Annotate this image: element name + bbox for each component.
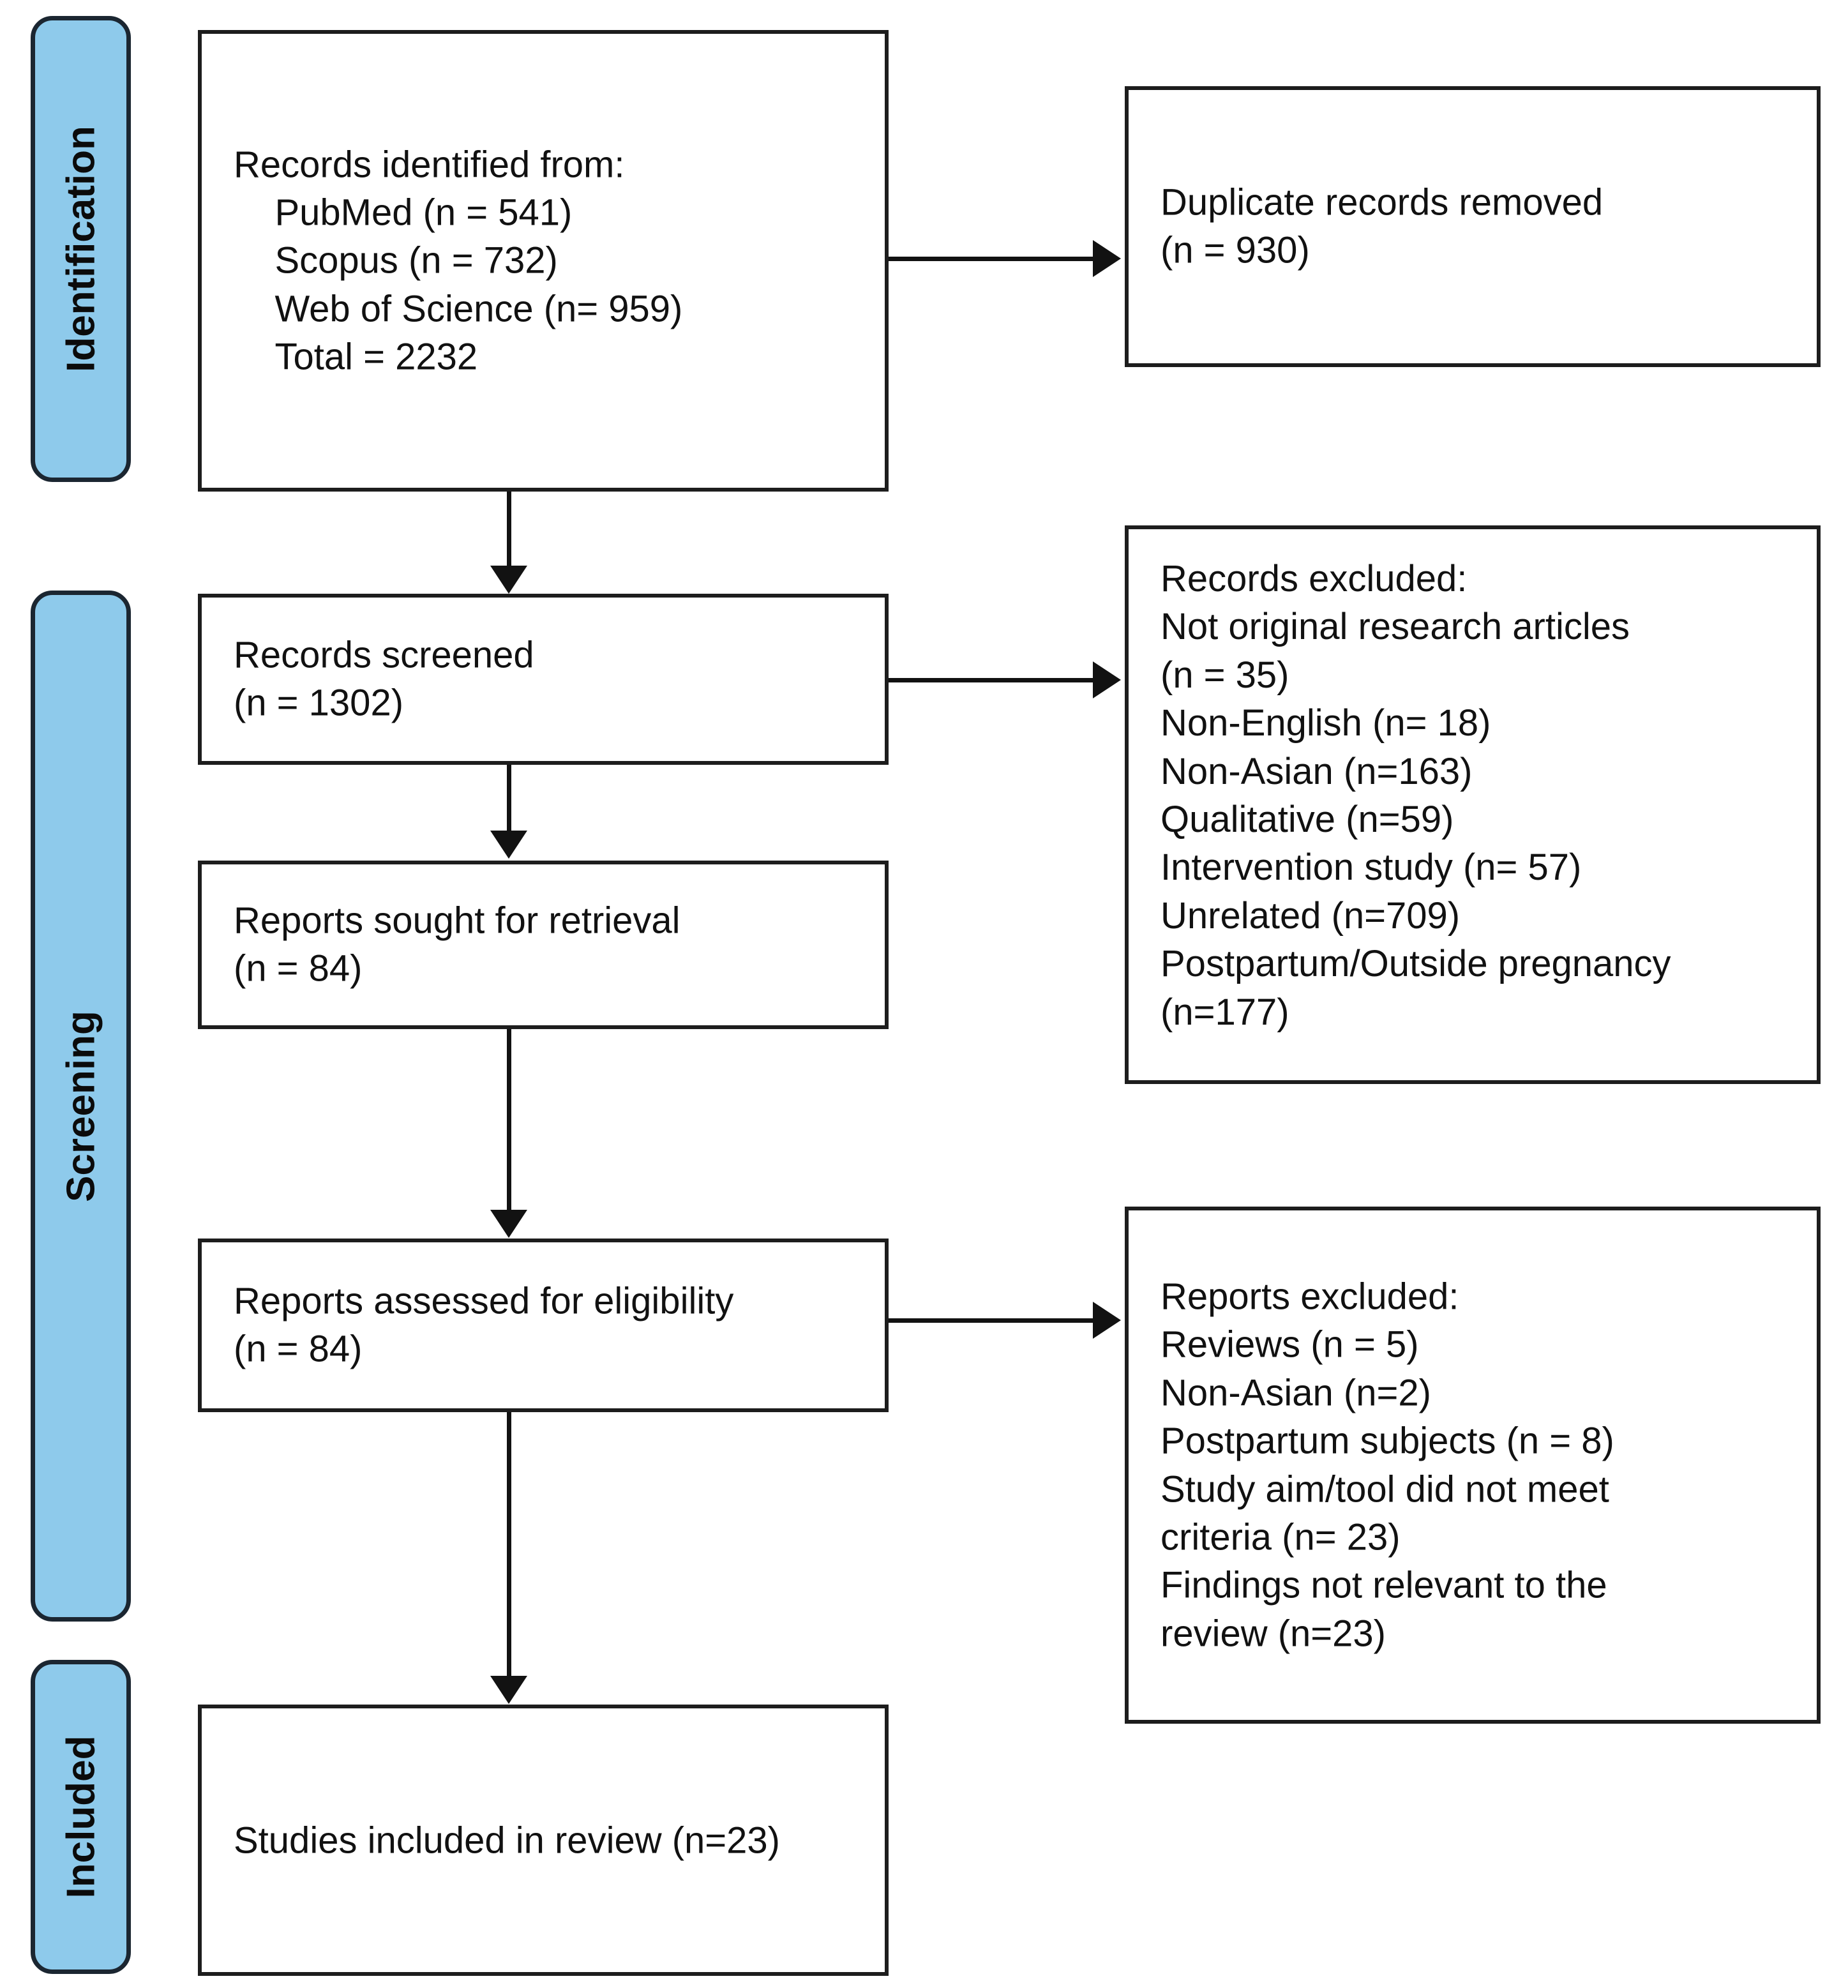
box-records-identified: Records identified from: PubMed (n = 541… [198,30,889,492]
connector-screened-to-excluded-line [889,678,1093,682]
connector-assessed-to-included-arrow [490,1676,527,1704]
connector-sought-to-assessed-arrow [490,1210,527,1238]
box-studies-included-text: Studies included in review (n=23) [234,1819,780,1861]
stage-label-screening: Screening [59,1010,103,1202]
box-studies-included: Studies included in review (n=23) [198,1705,889,1976]
box-reports-excluded-text: Reports excluded: Reviews (n = 5) Non-As… [1161,1276,1614,1655]
stage-bar-included: Included [31,1660,131,1974]
connector-identified-to-duplicates-line [889,257,1093,261]
connector-identified-to-screened-line [507,492,511,567]
box-records-screened-text: Records screened (n = 1302) [234,634,534,724]
connector-screened-to-sought-arrow [490,831,527,859]
box-records-screened: Records screened (n = 1302) [198,594,889,765]
box-reports-assessed: Reports assessed for eligibility (n = 84… [198,1239,889,1412]
stage-label-identification: Identification [59,126,103,372]
stage-bar-identification: Identification [31,16,131,482]
box-reports-sought: Reports sought for retrieval (n = 84) [198,861,889,1029]
box-reports-assessed-text: Reports assessed for eligibility (n = 84… [234,1280,734,1370]
connector-screened-to-excluded-arrow [1093,661,1121,698]
connector-identified-to-screened-arrow [490,566,527,594]
connector-assessed-to-reports-excluded-line [889,1318,1093,1323]
connector-assessed-to-reports-excluded-arrow [1093,1302,1121,1339]
connector-sought-to-assessed-line [507,1029,511,1211]
stage-label-included: Included [59,1735,103,1899]
box-duplicates-removed-text: Duplicate records removed (n = 930) [1161,181,1604,271]
connector-screened-to-sought-line [507,765,511,832]
stage-bar-screening: Screening [31,591,131,1622]
connector-identified-to-duplicates-arrow [1093,240,1121,277]
box-reports-excluded: Reports excluded: Reviews (n = 5) Non-As… [1125,1207,1821,1724]
box-reports-sought-text: Reports sought for retrieval (n = 84) [234,900,680,990]
box-records-excluded-text: Records excluded: Not original research … [1161,558,1671,1033]
connector-assessed-to-included-line [507,1412,511,1677]
box-records-excluded: Records excluded: Not original research … [1125,525,1821,1084]
box-records-identified-text: Records identified from: PubMed (n = 541… [234,144,683,378]
box-duplicates-removed: Duplicate records removed (n = 930) [1125,86,1821,367]
